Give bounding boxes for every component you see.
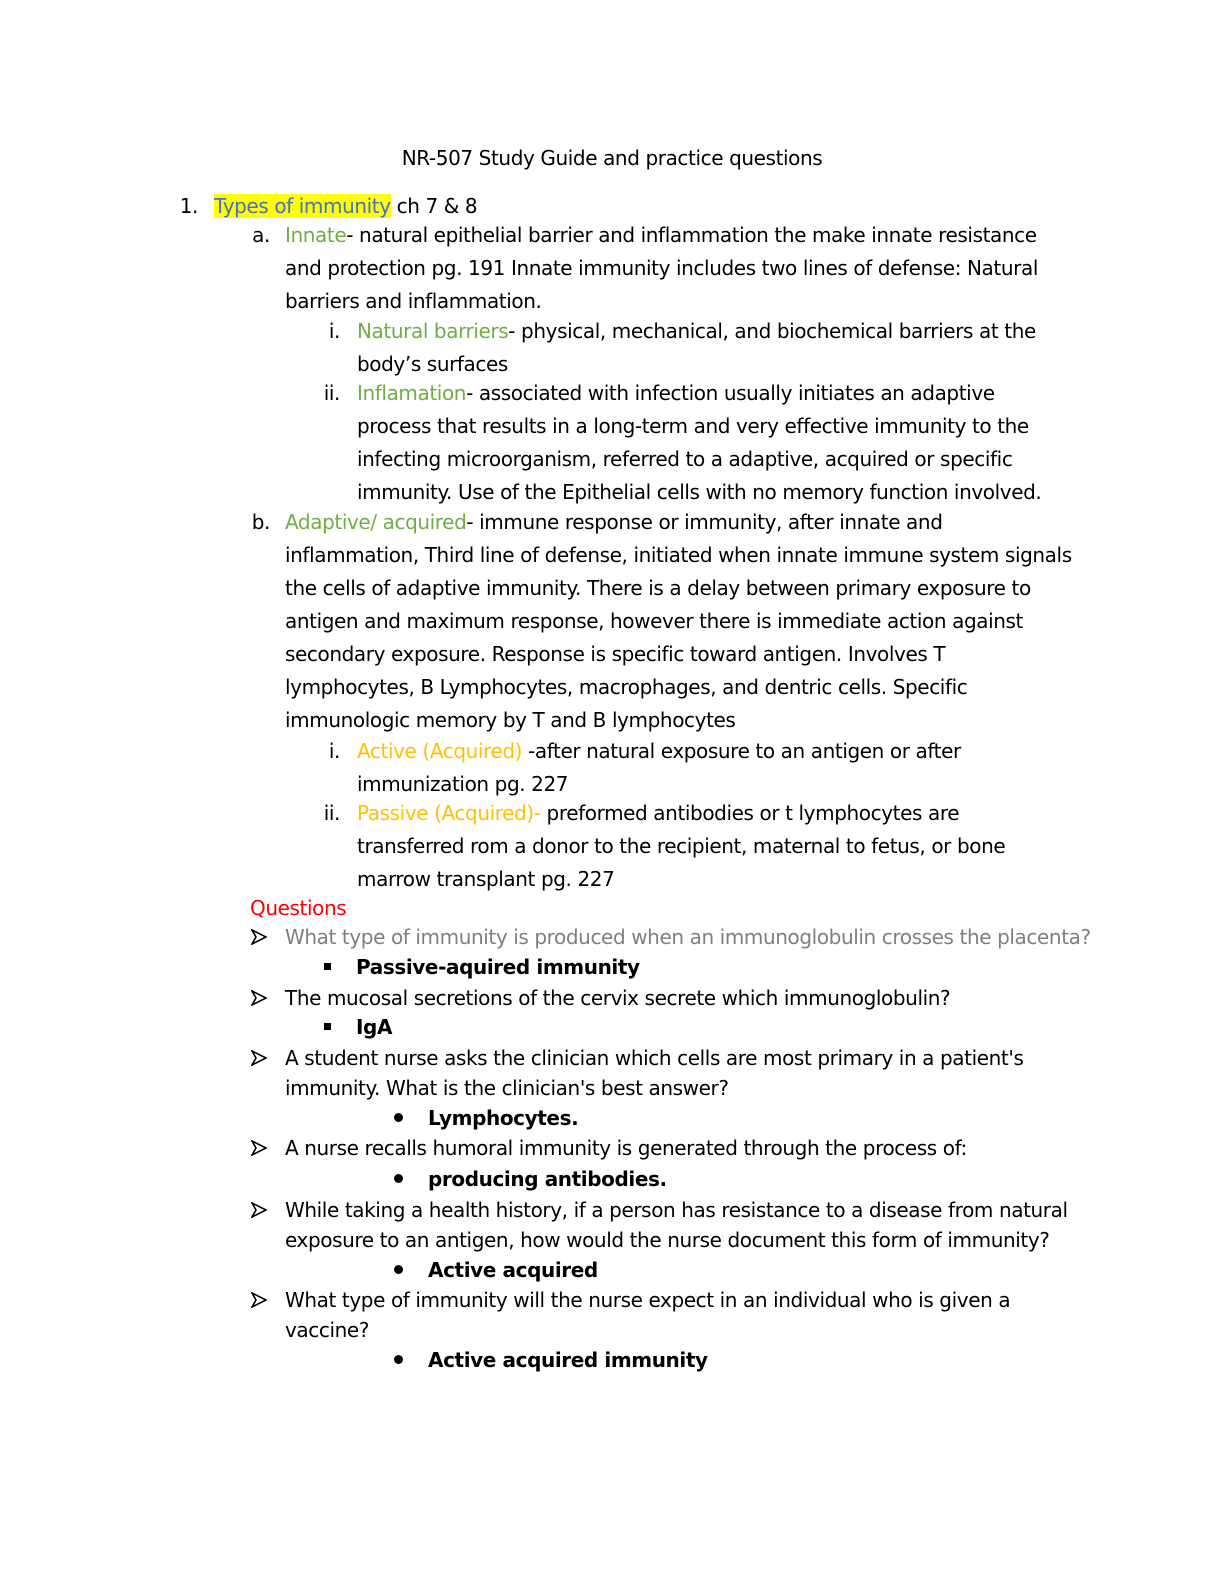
round-bullet-icon (394, 1355, 403, 1364)
term-passive-acquired: Passive (Acquired)- (357, 801, 541, 825)
arrowhead-icon (251, 1140, 267, 1156)
page-title: NR-507 Study Guide and practice question… (401, 146, 823, 170)
round-bullet-icon (394, 1113, 403, 1122)
item-active-line: immunization pg. 227 (357, 772, 569, 796)
item-inflamation-line: - associated with infection usually init… (466, 381, 995, 405)
list-marker-b: b. (251, 510, 271, 534)
list-marker-b-i: i. (328, 739, 341, 763)
item-innate-line: - natural epithelial barrier and inflamm… (346, 223, 1037, 247)
question-answer: Active acquired immunity (428, 1348, 708, 1372)
term-natural-barriers: Natural barriers (357, 319, 509, 343)
section-heading-highlight: Types of immunity (214, 194, 391, 218)
question-text: immunity. What is the clinician's best a… (285, 1076, 729, 1100)
item-adaptive-line: inflammation, Third line of defense, ini… (285, 543, 1072, 567)
question-text: While taking a health history, if a pers… (285, 1198, 1068, 1222)
list-marker-b-ii: ii. (323, 801, 341, 825)
arrowhead-icon (251, 929, 267, 945)
item-innate-line: and protection pg. 191 Innate immunity i… (285, 256, 1038, 280)
item-innate-line: barriers and inflammation. (285, 289, 542, 313)
item-adaptive-line: lymphocytes, B Lymphocytes, macrophages,… (285, 675, 968, 699)
item-adaptive-line: immunologic memory by T and B lymphocyte… (285, 708, 736, 732)
question-answer: Active acquired (428, 1258, 598, 1282)
item-inflamation: Inflamation- associated with infection u… (357, 377, 1042, 509)
question-answer: Lymphocytes. (428, 1106, 579, 1130)
arrowhead-icon (251, 1202, 267, 1218)
question-text: What type of immunity will the nurse exp… (285, 1288, 1011, 1312)
question-text: The mucosal secretions of the cervix sec… (285, 986, 951, 1010)
question-text: vaccine? (285, 1318, 370, 1342)
arrowhead-icon (251, 1292, 267, 1308)
item-active-line: -after natural exposure to an antigen or… (522, 739, 961, 763)
question-text: A nurse recalls humoral immunity is gene… (285, 1136, 967, 1160)
question-text: exposure to an antigen, how would the nu… (285, 1228, 1050, 1252)
term-innate: Innate (285, 223, 347, 247)
item-natural-barriers: Natural barriers- physical, mechanical, … (357, 315, 1036, 381)
question-answer: Passive-aquired immunity (356, 955, 640, 979)
square-bullet-icon (324, 1023, 331, 1030)
round-bullet-icon (394, 1174, 403, 1183)
question-text: What type of immunity is produced when a… (285, 925, 1091, 949)
list-marker-a-ii: ii. (323, 381, 341, 405)
item-natural-barriers-line: - physical, mechanical, and biochemical … (508, 319, 1036, 343)
item-natural-barriers-line: body’s surfaces (357, 352, 508, 376)
item-passive-line: marrow transplant pg. 227 (357, 867, 615, 891)
section-heading-suffix: ch 7 & 8 (390, 194, 478, 218)
item-inflamation-line: immunity. Use of the Epithelial cells wi… (357, 480, 1042, 504)
round-bullet-icon (394, 1265, 403, 1274)
item-adaptive-line: - immune response or immunity, after inn… (466, 510, 943, 534)
list-number-1: 1. (179, 194, 199, 218)
term-adaptive: Adaptive/ acquired (285, 510, 467, 534)
item-active-acquired: Active (Acquired) -after natural exposur… (357, 735, 961, 801)
questions-heading: Questions (250, 896, 347, 920)
item-adaptive-line: the cells of adaptive immunity. There is… (285, 576, 1031, 600)
square-bullet-icon (324, 963, 331, 970)
item-adaptive: Adaptive/ acquired- immune response or i… (285, 506, 1072, 737)
question-answer: producing antibodies. (428, 1167, 667, 1191)
arrowhead-icon (251, 990, 267, 1006)
list-marker-a: a. (252, 223, 270, 247)
item-inflamation-line: process that results in a long-term and … (357, 414, 1029, 438)
section-heading: Types of immunity ch 7 & 8 (214, 190, 478, 223)
question-answer: IgA (356, 1015, 393, 1039)
question-text: A student nurse asks the clinician which… (285, 1046, 1024, 1070)
item-passive-acquired: Passive (Acquired)- preformed antibodies… (357, 797, 1006, 896)
list-marker-a-i: i. (328, 319, 341, 343)
item-passive-line: transferred rom a donor to the recipient… (357, 834, 1006, 858)
item-adaptive-line: secondary exposure. Response is specific… (285, 642, 946, 666)
term-inflamation: Inflamation (357, 381, 467, 405)
term-active-acquired: Active (Acquired) (357, 739, 523, 763)
item-innate: Innate- natural epithelial barrier and i… (285, 219, 1038, 318)
item-passive-line: preformed antibodies or t lymphocytes ar… (540, 801, 960, 825)
item-inflamation-line: infecting microorganism, referred to a a… (357, 447, 1013, 471)
arrowhead-icon (251, 1050, 267, 1066)
item-adaptive-line: antigen and maximum response, however th… (285, 609, 1023, 633)
